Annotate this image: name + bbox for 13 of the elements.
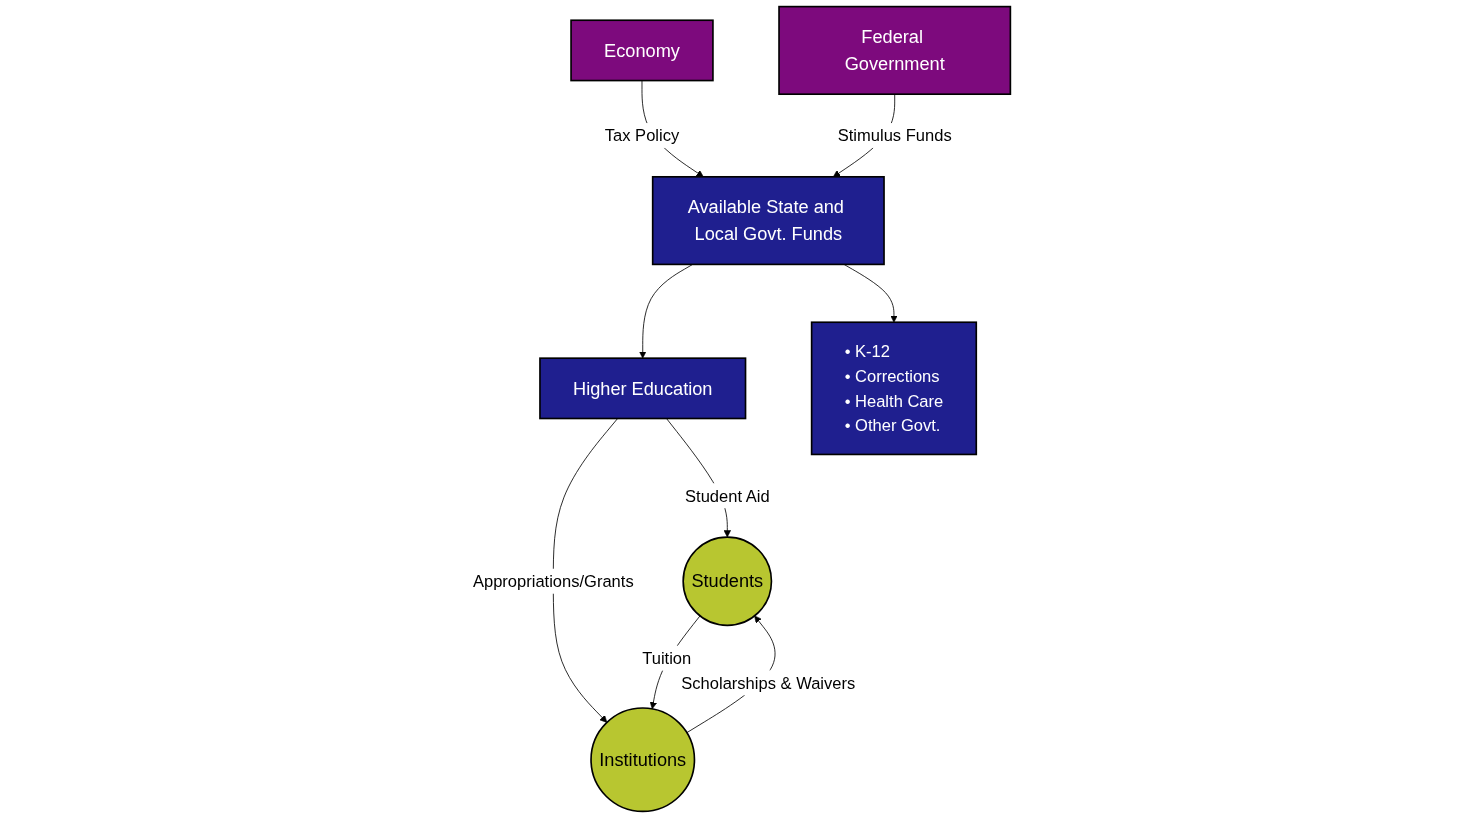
- node-box: Federal Government: [778, 5, 1012, 95]
- node-circle: Institutions: [590, 707, 696, 813]
- node-box: Higher Education: [539, 357, 747, 420]
- edge-label: Appropriations/Grants: [472, 572, 634, 591]
- edge-label: Scholarships & Waivers: [681, 673, 856, 692]
- node-box: Economy: [570, 19, 714, 82]
- edge-label: Stimulus Funds: [837, 126, 952, 145]
- node-box: • K-12 • Corrections • Health Care • Other Govt.: [810, 321, 978, 456]
- edge-label: Tuition: [642, 649, 692, 668]
- edge-label: Student Aid: [685, 486, 770, 505]
- node-circle: Students: [682, 536, 773, 627]
- node-box: Available State and Local Govt. Funds: [651, 176, 885, 266]
- edge-label: Tax Policy: [604, 126, 680, 145]
